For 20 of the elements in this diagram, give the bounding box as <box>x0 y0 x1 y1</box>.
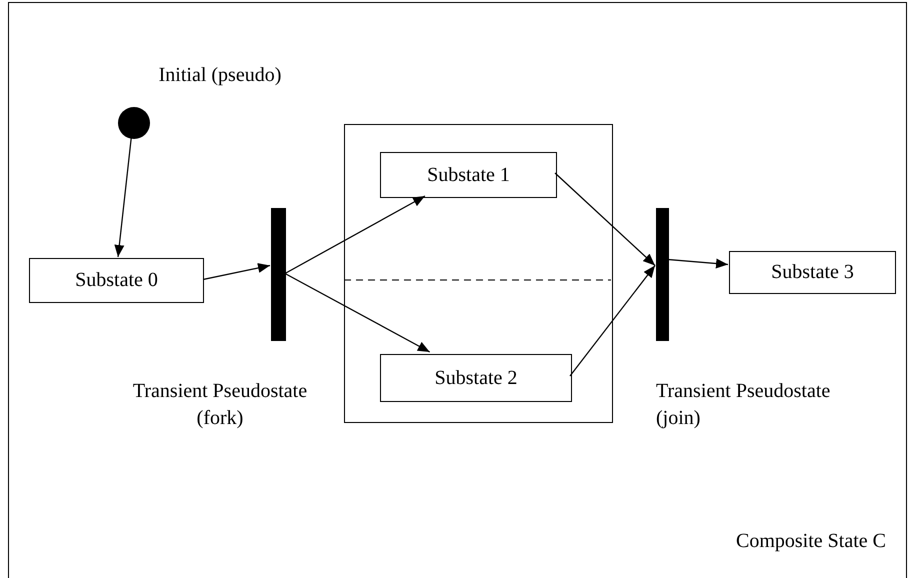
concurrent-region-box <box>344 124 613 423</box>
state-name: Composite State C <box>736 529 886 554</box>
state-box: Substate 1 <box>380 152 557 198</box>
pseudostate-caption: Transient Pseudostate (join) <box>656 379 832 431</box>
transition-arrow <box>284 195 426 274</box>
pseudostate-caption: Transient Pseudostate (fork) <box>132 379 308 431</box>
synchronization-bar <box>656 208 669 341</box>
transition-arrow <box>284 272 430 353</box>
transition-arrow <box>202 263 270 280</box>
transition-arrow <box>668 258 728 268</box>
transition-arrow <box>554 172 656 266</box>
synchronization-bar <box>271 208 286 341</box>
state-box: Substate 3 <box>729 251 896 294</box>
composite-state-frame <box>8 2 907 578</box>
initial-state-dot <box>118 107 150 139</box>
pseudostate-caption: Initial (pseudo) <box>158 63 282 88</box>
state-box: Substate 2 <box>380 354 572 402</box>
state-box: Substate 0 <box>29 258 204 303</box>
transition-arrow <box>114 138 132 258</box>
transition-arrow <box>570 265 656 376</box>
